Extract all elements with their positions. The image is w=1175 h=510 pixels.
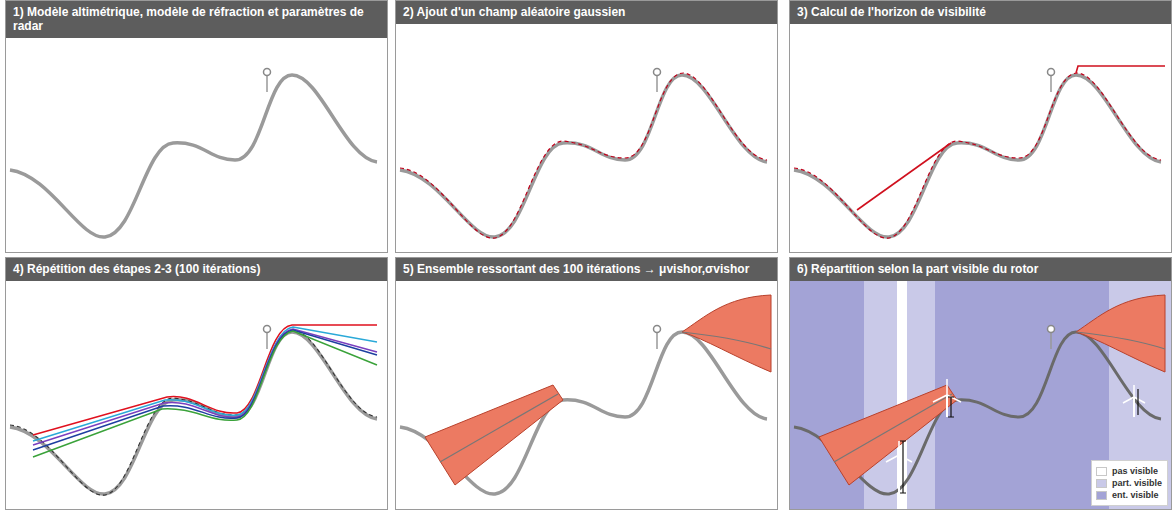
wind-turbine — [1123, 385, 1145, 417]
step-panel: 3) Calcul de l'horizon de visibilité — [789, 0, 1172, 253]
legend: pas visible part. visible ent. visible — [1091, 460, 1168, 506]
step-panel: 2) Ajout d'un champ aléatoire gaussien — [395, 0, 778, 253]
panel-2-art — [400, 69, 767, 239]
uncertainty-band — [1076, 295, 1165, 372]
panel-4-art — [10, 325, 377, 495]
radar — [654, 326, 661, 333]
mean-horizon — [682, 332, 771, 349]
legend-row: part. visible — [1096, 478, 1162, 488]
random-field — [10, 330, 377, 495]
panel-header: 1) Modèle altimétrique, modèle de réfrac… — [6, 1, 387, 38]
panel-6-art — [790, 281, 1171, 509]
wind-turbine — [933, 379, 961, 417]
legend-swatch — [1096, 467, 1107, 476]
radar — [264, 326, 271, 333]
panel-header: 4) Répétition des étapes 2-3 (100 itérat… — [6, 258, 387, 281]
panel-header: 6) Répartition selon la part visible du … — [790, 258, 1171, 281]
radar-mast — [266, 74, 268, 92]
wind-turbine — [886, 441, 912, 495]
radar-mast — [1050, 74, 1052, 92]
horizon-line — [1076, 66, 1165, 73]
band-partial — [864, 281, 897, 509]
panel-3-art — [794, 66, 1165, 238]
legend-text: part. visible — [1112, 478, 1162, 488]
radar — [264, 69, 271, 76]
mean-horizon — [1076, 332, 1165, 349]
mean-horizon — [834, 394, 952, 462]
radar-mast — [1050, 331, 1052, 349]
uncertainty-band — [682, 295, 771, 372]
horizon-line — [33, 329, 377, 445]
band-full — [935, 281, 1109, 509]
radar-mast — [656, 74, 658, 92]
step-panel: 4) Répétition des étapes 2-3 (100 itérat… — [5, 257, 388, 510]
band-none — [897, 281, 907, 509]
radar — [1048, 69, 1055, 76]
horizon-line — [33, 330, 377, 450]
horizon-line — [857, 143, 951, 210]
panel-header: 3) Calcul de l'horizon de visibilité — [790, 1, 1171, 24]
uncertainty-band — [425, 385, 563, 485]
radar — [1048, 326, 1055, 333]
legend-swatch — [1096, 491, 1107, 500]
panel-1-art — [10, 69, 377, 238]
terrain — [10, 75, 377, 237]
legend-row: pas visible — [1096, 466, 1162, 476]
step-panel: 1) Modèle altimétrique, modèle de réfrac… — [5, 0, 388, 253]
panel-header: 5) Ensemble ressortant des 100 itération… — [396, 258, 777, 281]
radar-mast — [656, 331, 658, 349]
horizon-line — [33, 325, 377, 435]
terrain — [400, 332, 767, 494]
random-field — [794, 73, 1161, 238]
panel-5-art — [400, 295, 771, 494]
legend-row: ent. visible — [1096, 490, 1162, 500]
step-panel: 5) Ensemble ressortant des 100 itération… — [395, 257, 778, 510]
legend-text: pas visible — [1112, 466, 1158, 476]
legend-text: ent. visible — [1112, 490, 1159, 500]
horizon-line — [33, 331, 377, 457]
radar — [654, 69, 661, 76]
step-panel: 6) Répartition selon la part visible du … — [789, 257, 1172, 510]
radar-mast — [266, 331, 268, 349]
random-field — [400, 73, 767, 238]
mean-horizon — [440, 394, 558, 462]
terrain — [794, 332, 1161, 494]
panel-header: 2) Ajout d'un champ aléatoire gaussien — [396, 1, 777, 24]
legend-swatch — [1096, 479, 1107, 488]
